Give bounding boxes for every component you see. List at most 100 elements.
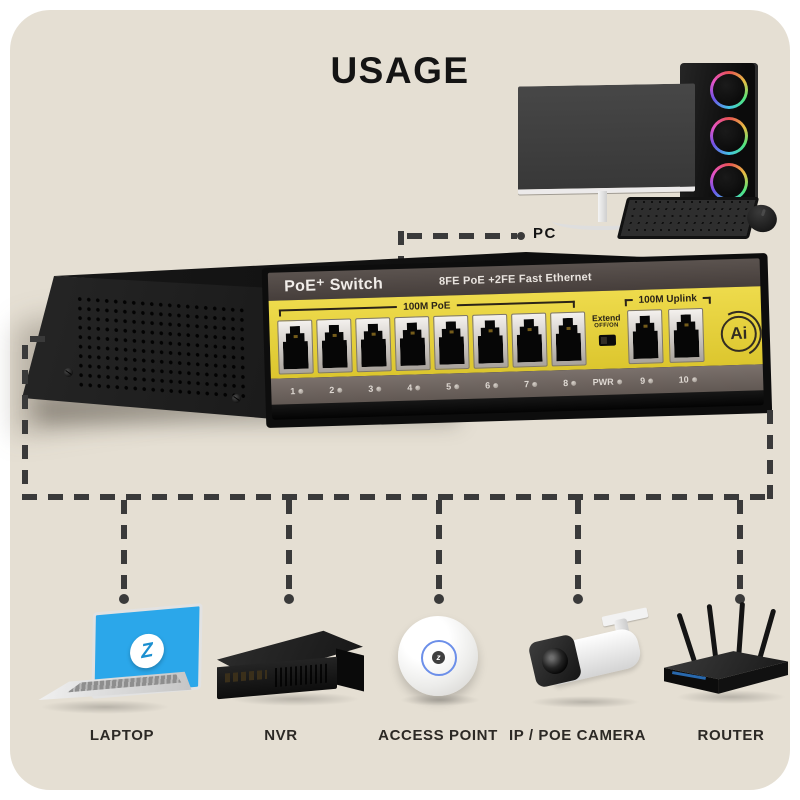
rj45-jack-icon xyxy=(516,319,542,363)
connector-right-vertical xyxy=(767,410,773,500)
extend-switch-group: Extend OFF/ON xyxy=(587,312,626,347)
poe-ports xyxy=(277,311,587,375)
connector-dot xyxy=(573,594,583,604)
antenna-icon xyxy=(706,603,719,661)
antenna-icon xyxy=(756,608,777,662)
rj45-port-6 xyxy=(472,313,509,369)
screw-icon xyxy=(232,394,241,403)
extend-label: Extend xyxy=(591,312,621,324)
rj45-jack-icon xyxy=(399,322,425,366)
laptop-logo-icon: Z xyxy=(128,630,166,672)
rj45-port-2 xyxy=(316,318,353,374)
port-number: 3 xyxy=(357,375,393,402)
poe-group-label: 100M PoE xyxy=(403,300,451,313)
camera-shadow xyxy=(530,696,640,708)
router-icon xyxy=(664,600,788,705)
switch-front-face: PoE⁺ Switch 8FE PoE +2FE Fast Ethernet 1… xyxy=(261,253,773,428)
laptop-icon: Z xyxy=(30,600,203,715)
monitor-base-icon xyxy=(552,212,652,230)
rgb-fan-icon xyxy=(710,117,748,155)
label-access-point: ACCESS POINT xyxy=(378,727,498,744)
connector-dot xyxy=(434,594,444,604)
label-laptop: LAPTOP xyxy=(89,727,155,744)
label-nvr: NVR xyxy=(264,727,298,744)
ai-brand-logo: Ai xyxy=(715,310,762,357)
switch-port-area: 100M PoE 100M Uplink xyxy=(268,286,763,379)
connector-drop-router xyxy=(737,500,743,593)
rj45-port-1 xyxy=(277,319,314,375)
connector-dot xyxy=(735,594,745,604)
switch-side-panel xyxy=(22,276,286,420)
page-title: USAGE xyxy=(330,50,470,91)
port-led-icon xyxy=(454,383,460,389)
port-led-icon xyxy=(571,380,577,386)
port-number: 10 xyxy=(670,366,706,393)
pc-keyboard-icon xyxy=(616,197,760,239)
rj45-port-10 xyxy=(668,307,705,363)
uplink-group-label: 100M Uplink xyxy=(638,293,698,306)
rj45-jack-icon xyxy=(555,318,581,362)
pc-label: PC xyxy=(533,225,557,242)
rj45-jack-icon xyxy=(438,321,464,365)
uplink-group-bracket: 100M Uplink xyxy=(624,293,711,307)
port-number: 5 xyxy=(435,373,471,400)
pwr-led-icon xyxy=(616,378,622,385)
ap-ring-icon xyxy=(421,640,457,676)
ai-logo-text: Ai xyxy=(720,315,758,353)
rj45-jack-icon xyxy=(360,323,386,367)
screw-icon xyxy=(64,368,73,377)
camera-lens-icon xyxy=(539,645,571,677)
switch-subtitle: 8FE PoE +2FE Fast Ethernet xyxy=(438,271,592,288)
ap-logo-icon: z xyxy=(432,651,445,664)
port-number: 6 xyxy=(474,372,510,399)
pwr-indicator: PWR xyxy=(587,368,628,395)
laptop-shadow xyxy=(40,700,170,714)
access-point-icon: z xyxy=(396,614,480,704)
poe-switch: PoE⁺ Switch 8FE PoE +2FE Fast Ethernet 1… xyxy=(16,248,773,448)
rj45-jack-icon xyxy=(477,320,503,364)
port-led-icon xyxy=(493,382,499,388)
ap-shadow xyxy=(400,694,480,706)
vent-holes-icon xyxy=(75,293,247,403)
uplink-ports xyxy=(627,307,705,365)
rj45-port-8 xyxy=(550,311,587,367)
rj45-port-9 xyxy=(627,309,664,365)
nvr-shadow xyxy=(230,692,360,706)
pc-connector-vertical xyxy=(398,231,404,278)
nvr-side-face xyxy=(336,648,364,692)
port-number: 7 xyxy=(513,371,549,398)
port-number: 4 xyxy=(396,374,432,401)
rj45-port-4 xyxy=(394,316,431,372)
extend-modes-label: OFF/ON xyxy=(594,322,619,330)
port-led-icon xyxy=(376,386,382,392)
port-number: 9 xyxy=(629,367,665,394)
connector-dot xyxy=(119,594,129,604)
rj45-jack-icon xyxy=(632,315,658,359)
rgb-fan-icon xyxy=(710,163,748,201)
rj45-jack-icon xyxy=(321,325,347,369)
pc-monitor-icon xyxy=(518,83,695,195)
port-led-icon xyxy=(298,388,304,394)
port-number: 1 xyxy=(279,378,315,405)
label-ip-poe-camera: IP / POE CAMERA xyxy=(508,727,647,744)
antenna-icon xyxy=(735,601,746,661)
label-router: ROUTER xyxy=(697,727,765,744)
antenna-icon xyxy=(676,612,697,662)
rj45-port-7 xyxy=(511,312,548,368)
rj45-port-5 xyxy=(433,314,470,370)
ip-poe-camera-icon xyxy=(518,606,658,706)
rj45-jack-icon xyxy=(673,314,699,358)
router-shadow xyxy=(676,690,786,704)
pc-connector-horizontal xyxy=(407,233,517,239)
port-led-icon xyxy=(532,381,538,387)
nvr-icon xyxy=(214,626,366,706)
connector-drop-laptop xyxy=(121,500,127,593)
switch-faceplate: PoE⁺ Switch 8FE PoE +2FE Fast Ethernet 1… xyxy=(267,258,764,420)
pc-connector-dot xyxy=(517,232,525,240)
connector-stub xyxy=(30,336,52,342)
rj45-port-3 xyxy=(355,317,392,373)
connector-main-horizontal xyxy=(22,494,774,500)
connector-drop-nvr xyxy=(286,500,292,593)
port-number: 8 xyxy=(552,369,588,396)
